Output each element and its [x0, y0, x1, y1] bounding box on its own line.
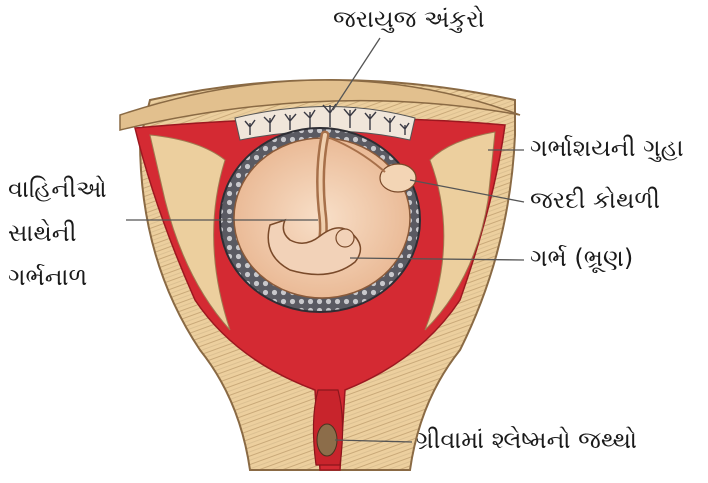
label-umbilical-cord-line: સાથેની — [8, 220, 107, 264]
mucus-plug — [317, 424, 337, 456]
label-umbilical-cord-line: વાહિનીઓ — [8, 176, 107, 220]
label-embryo: ગર્ભ (ભ્રૂણ) — [530, 245, 633, 273]
label-cervical-mucus-plug: ગ્રીવામાં શ્લેષ્મનો જથ્થો — [416, 427, 637, 455]
label-uterine-cavity: ગર્ભાશયની ગુહા — [530, 135, 684, 163]
label-chorionic-villi: જરાયુજ અંકુરો — [333, 6, 485, 34]
yolk-sac — [380, 164, 416, 192]
label-umbilical-cord: વાહિનીઓ સાથેની ગર્ભનાળ — [8, 176, 107, 308]
label-yolk-sac: જરદી કોથળી — [530, 187, 660, 215]
label-umbilical-cord-line: ગર્ભનાળ — [8, 264, 107, 308]
